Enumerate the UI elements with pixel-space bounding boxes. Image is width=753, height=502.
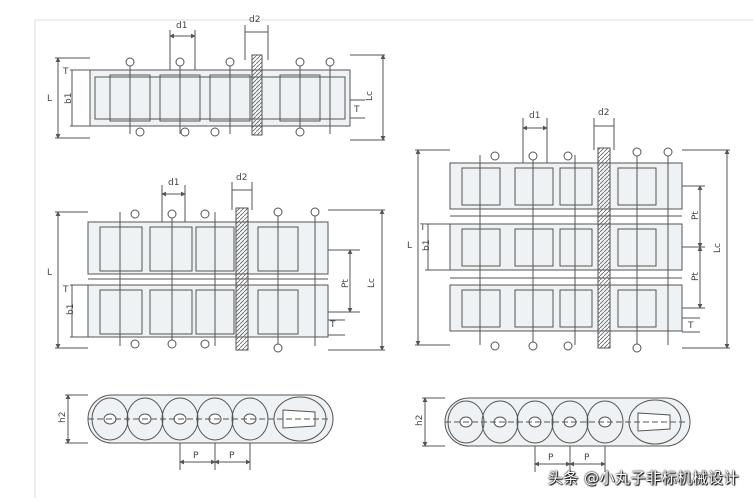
label-Pt-v2: Pt <box>341 279 351 288</box>
label-L-v1: L <box>47 94 52 104</box>
label-T2-v1: T <box>353 105 360 115</box>
label-Lc-v3: Lc <box>713 243 723 253</box>
label-T-v2: T <box>62 285 69 295</box>
label-d2-v3: d2 <box>598 108 609 118</box>
label-d1-v2: d1 <box>168 178 179 188</box>
label-d2-v2: d2 <box>236 173 247 183</box>
label-b1-v2: b1 <box>66 304 76 315</box>
label-Pt-v3b: Pt <box>691 272 701 281</box>
simplex-chain-view <box>55 25 385 140</box>
label-T2-v3: T <box>687 321 694 331</box>
label-L-v3: L <box>407 241 412 251</box>
watermark: 头条 @小丸子非标机械设计 <box>548 467 739 488</box>
label-d1-v3: d1 <box>529 111 540 121</box>
label-b1-v1: b1 <box>64 93 74 104</box>
label-T-v3: T <box>419 223 426 233</box>
label-Pt-v3a: Pt <box>691 211 701 220</box>
label-T-v1: T <box>62 67 69 77</box>
label-Lc-v1: Lc <box>365 91 375 101</box>
label-d1-v1: d1 <box>176 21 187 31</box>
label-d2-v1: d2 <box>249 15 260 25</box>
label-b1-v3: b1 <box>422 240 432 251</box>
label-P-v4b: P <box>229 451 235 461</box>
label-Lc-v2: Lc <box>367 278 377 288</box>
label-P-v4a: P <box>193 451 199 461</box>
duplex-chain-view <box>55 182 385 352</box>
label-T2-v2: T <box>329 320 336 330</box>
label-L-v2: L <box>47 268 52 278</box>
label-P-v5b: P <box>584 453 590 463</box>
side-view-left <box>65 395 333 470</box>
triplex-chain-view <box>415 118 730 352</box>
label-P-v5a: P <box>548 453 554 463</box>
label-h2-v5: h2 <box>415 415 425 426</box>
side-view-right <box>422 398 690 472</box>
label-h2-v4: h2 <box>58 412 68 423</box>
